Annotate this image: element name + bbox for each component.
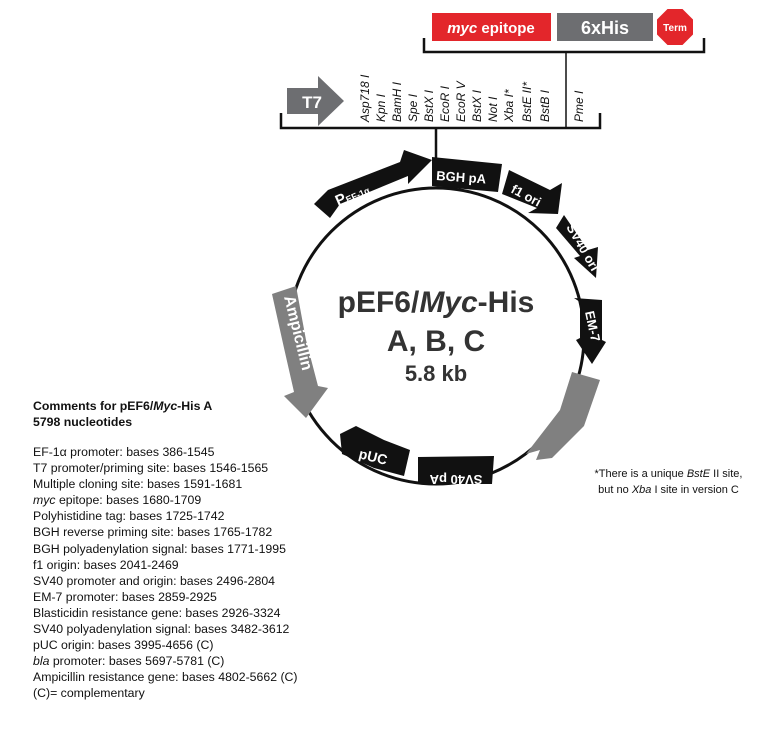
site-spei: Spe I [406, 93, 420, 122]
sv40-ori-feature: SV40 ori [556, 215, 602, 278]
list-item: Multiple cloning site: bases 1591-1681 [33, 477, 243, 492]
list-item: myc epitope: bases 1680-1709 [33, 493, 202, 508]
list-item: pUC origin: bases 3995-4656 (C) [33, 638, 214, 653]
comments-list: EF-1α promoter: bases 386-1545 T7 promot… [33, 444, 393, 702]
footnote-line-1: *There is a unique BstE II site, [594, 468, 743, 480]
his-tag-label: 6xHis [581, 18, 629, 38]
site-bstbi: BstB I [538, 89, 552, 122]
list-item: BGH polyadenylation signal: bases 1771-1… [33, 541, 286, 556]
list-item: (C)= complementary [33, 686, 145, 701]
site-kpni: Kpn I [374, 93, 388, 122]
list-item: EM-7 promoter: bases 2859-2925 [33, 589, 217, 604]
comments-subtitle: 5798 nucleotides [33, 415, 133, 429]
myc-epitope-box [432, 13, 551, 41]
pef1a-feature: PEF-1α [314, 150, 432, 218]
tag-bar: myc epitope 6xHis Term [422, 9, 706, 128]
tag-bracket [422, 38, 706, 54]
site-pmei: Pme I [572, 90, 586, 122]
site-bsteii: BstE II* [520, 82, 534, 122]
list-item: BGH reverse priming site: bases 1765-178… [33, 525, 273, 540]
sv40-pa-label: SV40 pA [429, 472, 482, 487]
bsd-feature: bsd [526, 372, 600, 460]
footnote: *There is a unique BstE II site, but no … [581, 466, 756, 498]
site-asp718i: Asp718 I [358, 74, 372, 123]
site-xbai: Xba I* [502, 89, 516, 123]
comments-heading: Comments for pEF6/Myc-His A 5798 nucleot… [33, 398, 393, 430]
t7-label: T7 [302, 93, 322, 112]
mcs-bracket [279, 113, 602, 160]
site-ecori: EcoR I [438, 85, 452, 122]
mcs-sites: Asp718 I Kpn I BamH I Spe I BstX I EcoR … [358, 74, 586, 123]
footnote-line-2: but no Xba I site in version C [598, 484, 739, 496]
bgh-pa-label: BGH pA [436, 168, 487, 186]
em7-feature: EM-7 [574, 298, 606, 364]
list-item: Blasticidin resistance gene: bases 2926-… [33, 605, 281, 620]
list-item: Polyhistidine tag: bases 1725-1742 [33, 509, 225, 524]
site-bamhi: BamH I [390, 81, 404, 122]
plasmid-size: 5.8 kb [405, 361, 467, 386]
comments-title: Comments for pEF6/Myc-His A [33, 399, 213, 413]
terminator-label: Term [663, 23, 687, 34]
plasmid-versions: A, B, C [387, 325, 485, 358]
site-bstxi-1: BstX I [422, 89, 436, 122]
comments-block: Comments for pEF6/Myc-His A 5798 nucleot… [33, 398, 393, 702]
bgh-pa-feature: BGH pA [432, 157, 502, 192]
sv40-pa-feature: SV40 pA [418, 456, 494, 487]
list-item: Ampicillin resistance gene: bases 4802-5… [33, 670, 298, 685]
his-tag-box [557, 13, 653, 41]
site-ecorv: EcoR V [454, 80, 468, 122]
puc-label: pUC [357, 445, 389, 467]
t7-promoter-arrow [287, 76, 344, 126]
list-item: SV40 polyadenylation signal: bases 3482-… [33, 622, 290, 637]
list-item: T7 promoter/priming site: bases 1546-156… [33, 461, 269, 476]
plasmid-name: pEF6/Myc-His [338, 286, 535, 319]
em7-label: EM-7 [582, 310, 603, 344]
list-item: EF-1α promoter: bases 386-1545 [33, 445, 215, 459]
myc-epitope-label: myc epitope [447, 20, 535, 37]
site-bstxi-2: BstX I [470, 89, 484, 122]
list-item: f1 origin: bases 2041-2469 [33, 557, 179, 572]
list-item: bla promoter: bases 5697-5781 (C) [33, 654, 225, 669]
terminator-stop-icon [657, 9, 693, 45]
list-item: SV40 promoter and origin: bases 2496-280… [33, 573, 275, 588]
site-noti: Not I [486, 96, 500, 122]
puc-feature: pUC [340, 426, 410, 476]
